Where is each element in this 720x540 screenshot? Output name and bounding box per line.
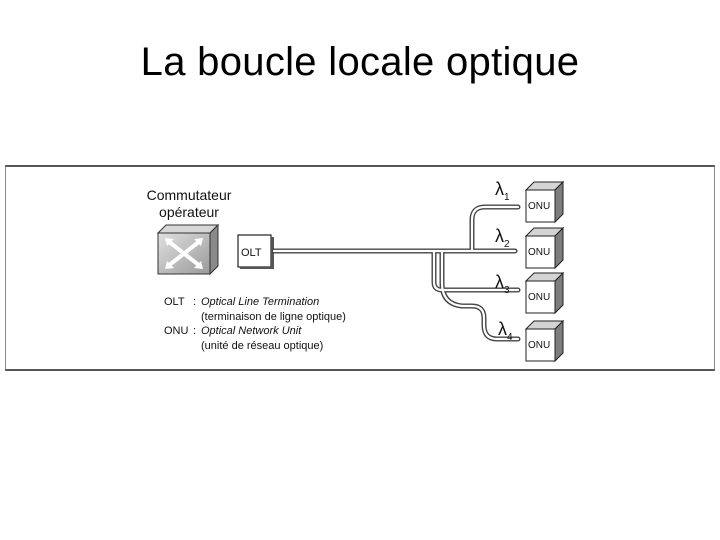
diagram-frame [5, 165, 715, 371]
onu-label-2: ONU [528, 247, 550, 258]
legend-olt-abbr: OLT [164, 296, 185, 308]
wavelength-label-3: λ3 [495, 272, 510, 296]
wavelength-label-2: λ2 [495, 226, 510, 250]
switch-label-line2: opérateur [159, 204, 219, 220]
onu-label-3: ONU [528, 292, 550, 303]
switch-icon [156, 223, 220, 276]
onu-box-3 [524, 271, 565, 315]
legend-onu-abbr: ONU [164, 325, 189, 337]
optical-fibers [271, 204, 521, 342]
onu-box-1 [524, 180, 565, 224]
legend-onu-desc: (unité de réseau optique) [201, 340, 323, 352]
legend-onu-sep: : [193, 325, 196, 337]
legend-olt-desc: (terminaison de ligne optique) [201, 311, 346, 323]
onu-box-2 [524, 226, 565, 270]
legend-onu-name: Optical Network Unit [201, 325, 302, 337]
onu-label-4: ONU [528, 340, 550, 351]
switch-label-line1: Commutateur [147, 187, 232, 203]
wavelength-label-4: λ4 [498, 319, 513, 343]
legend-olt-sep: : [193, 296, 196, 308]
wavelength-label-1: λ1 [495, 179, 510, 203]
olt-label: OLT [241, 247, 262, 259]
onu-label-1: ONU [528, 201, 550, 212]
slide-title: La boucle locale optique [140, 40, 580, 84]
onu-box-4 [524, 319, 565, 363]
legend-olt-name: Optical Line Termination [201, 296, 319, 308]
legend: OLT : Optical Line Termination (terminai… [164, 296, 346, 352]
